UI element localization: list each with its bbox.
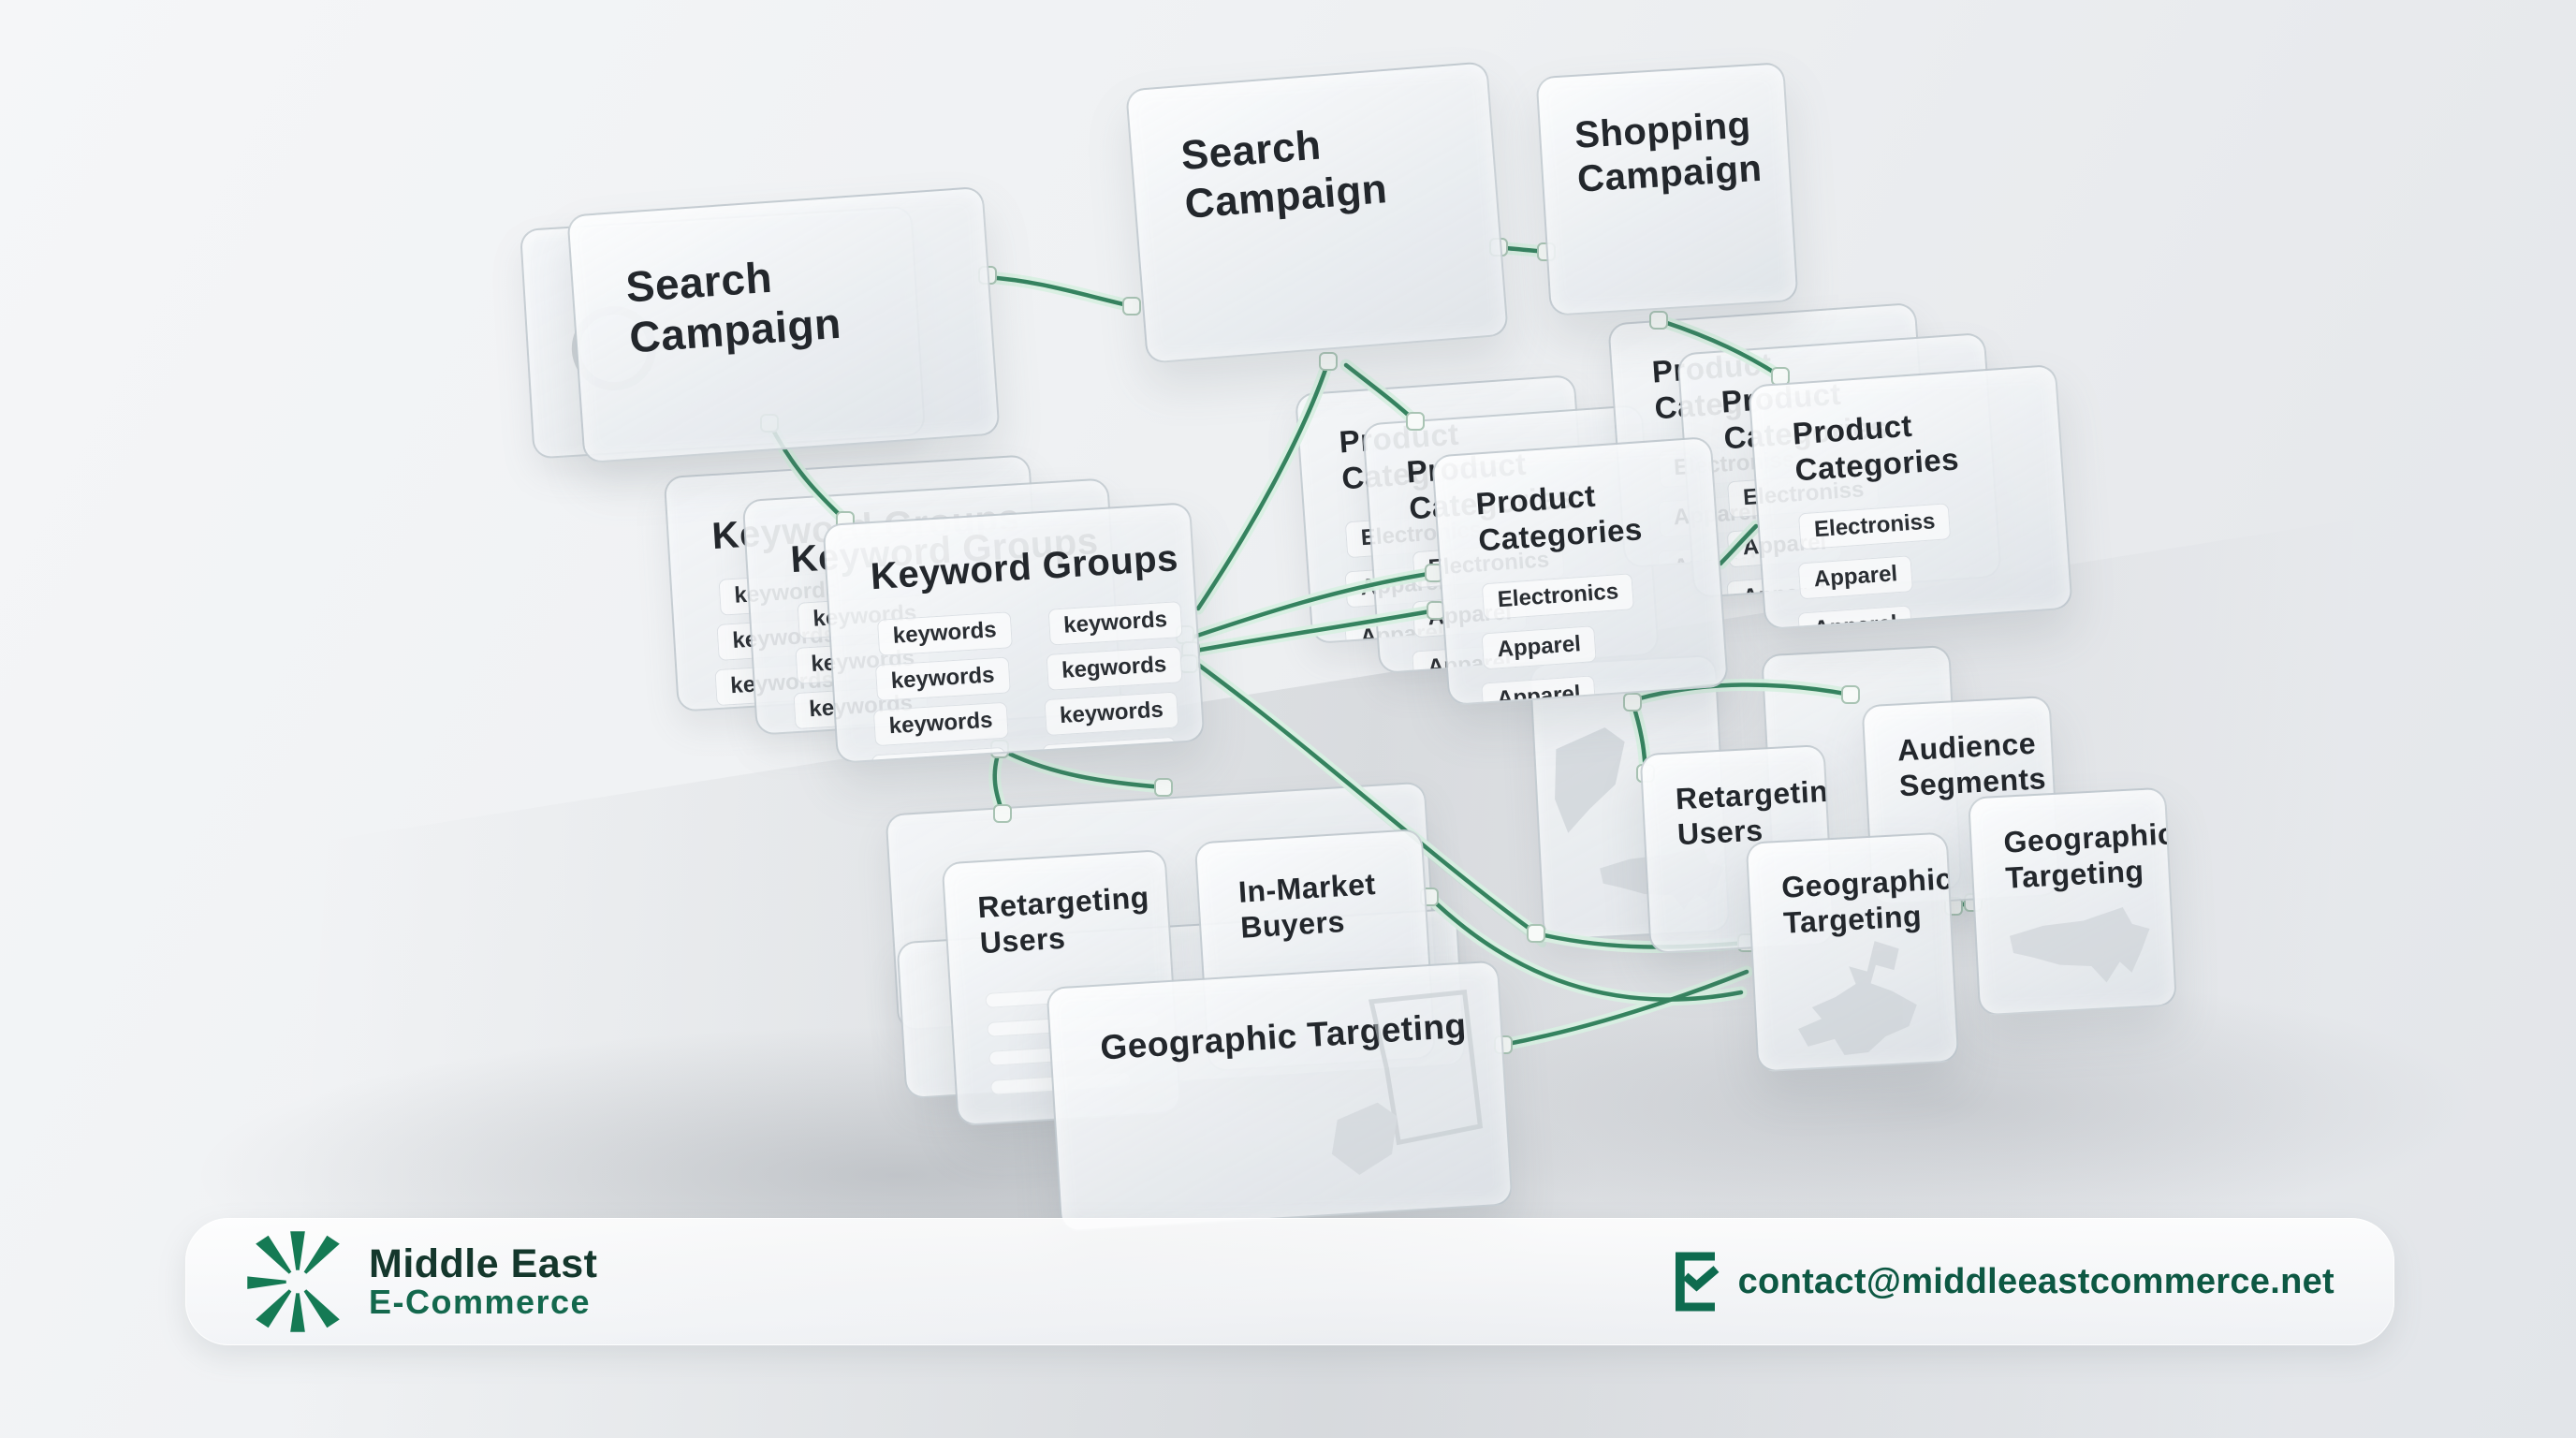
node-title: Search Campaign <box>623 252 843 362</box>
category-item: Apparel <box>1797 554 1914 600</box>
keyword-item: keywords <box>1044 691 1179 737</box>
category-item: Apparel <box>1481 624 1598 670</box>
node-title: Geographic Targeting <box>2002 816 2176 895</box>
node-search-campaign-left: Search Campaign <box>566 185 1001 464</box>
keyword-item: kegwords <box>1046 646 1183 692</box>
node-product-categories-mid: Product Categories Electronics Apparel A… <box>1431 435 1729 707</box>
keyword-item: keywords <box>1047 601 1184 646</box>
node-title: Search Campaign <box>1178 122 1389 227</box>
iberia-map-icon <box>1555 727 1625 833</box>
node-title: Retargeting Users <box>976 880 1150 960</box>
node-shopping-campaign: Shopping Campaign <box>1535 62 1799 316</box>
category-list: Electroniss Apparel Apparel <box>1757 471 2072 631</box>
node-title: Geographic Targeting <box>1780 861 1954 940</box>
envelope-icon <box>1675 1252 1720 1312</box>
node-keyword-groups: Keyword Groups keywords keywords keyword… <box>822 502 1206 764</box>
category-list: Electronics Apparel Apparel <box>1441 543 1728 707</box>
europe-map-icon <box>1798 941 1917 1055</box>
node-title: Shopping Campaign <box>1573 104 1764 200</box>
category-item: Electronics <box>1481 572 1635 621</box>
contact-email[interactable]: contact@middleeastcommerce.net <box>1737 1261 2334 1301</box>
node-title: In-Market Buyers <box>1237 866 1377 945</box>
brand-line-1: Middle East <box>369 1240 598 1286</box>
starburst-logo-icon <box>247 1231 340 1332</box>
node-geographic-targeting-usa: Geographic Targeting <box>1968 786 2177 1017</box>
category-item: Electroniss <box>1797 503 1952 550</box>
brand-line-2: E-Commerce <box>369 1282 592 1321</box>
node-title: Retargeting Users <box>1675 772 1836 852</box>
node-product-categories-right: Product Categories Electroniss Apparel A… <box>1748 363 2073 631</box>
contact-block[interactable]: contact@middleeastcommerce.net <box>1671 1248 2334 1315</box>
footer-bar: Middle East E-Commerce contact@middleeas… <box>185 1218 2394 1345</box>
usa-map-icon <box>2009 907 2150 983</box>
node-title: Audience Segments <box>1896 726 2047 803</box>
keyword-column-1: keywords keywords keywords keywords keyw… <box>871 611 1024 764</box>
keyword-item: keywords <box>876 611 1013 657</box>
node-geographic-targeting-europe: Geographic Targeting <box>1745 831 1960 1073</box>
brand-text: Middle East E-Commerce <box>369 1240 598 1321</box>
keyword-column-2: keywords kegwords keywords keywords <box>1042 601 1194 764</box>
brand-lockup: Middle East E-Commerce <box>245 1226 597 1337</box>
node-geographic-targeting-bottom: Geographic Targeting <box>1046 960 1514 1233</box>
node-title: Product Categories <box>1474 477 1644 558</box>
keyword-list: keywords keywords keywords keywords keyw… <box>829 580 1206 764</box>
keyword-item: keywords <box>874 656 1011 702</box>
node-search-campaign-top: Search Campaign <box>1125 61 1509 364</box>
region-map-icon <box>1331 989 1484 1175</box>
keyword-item: keywords <box>872 701 1009 747</box>
